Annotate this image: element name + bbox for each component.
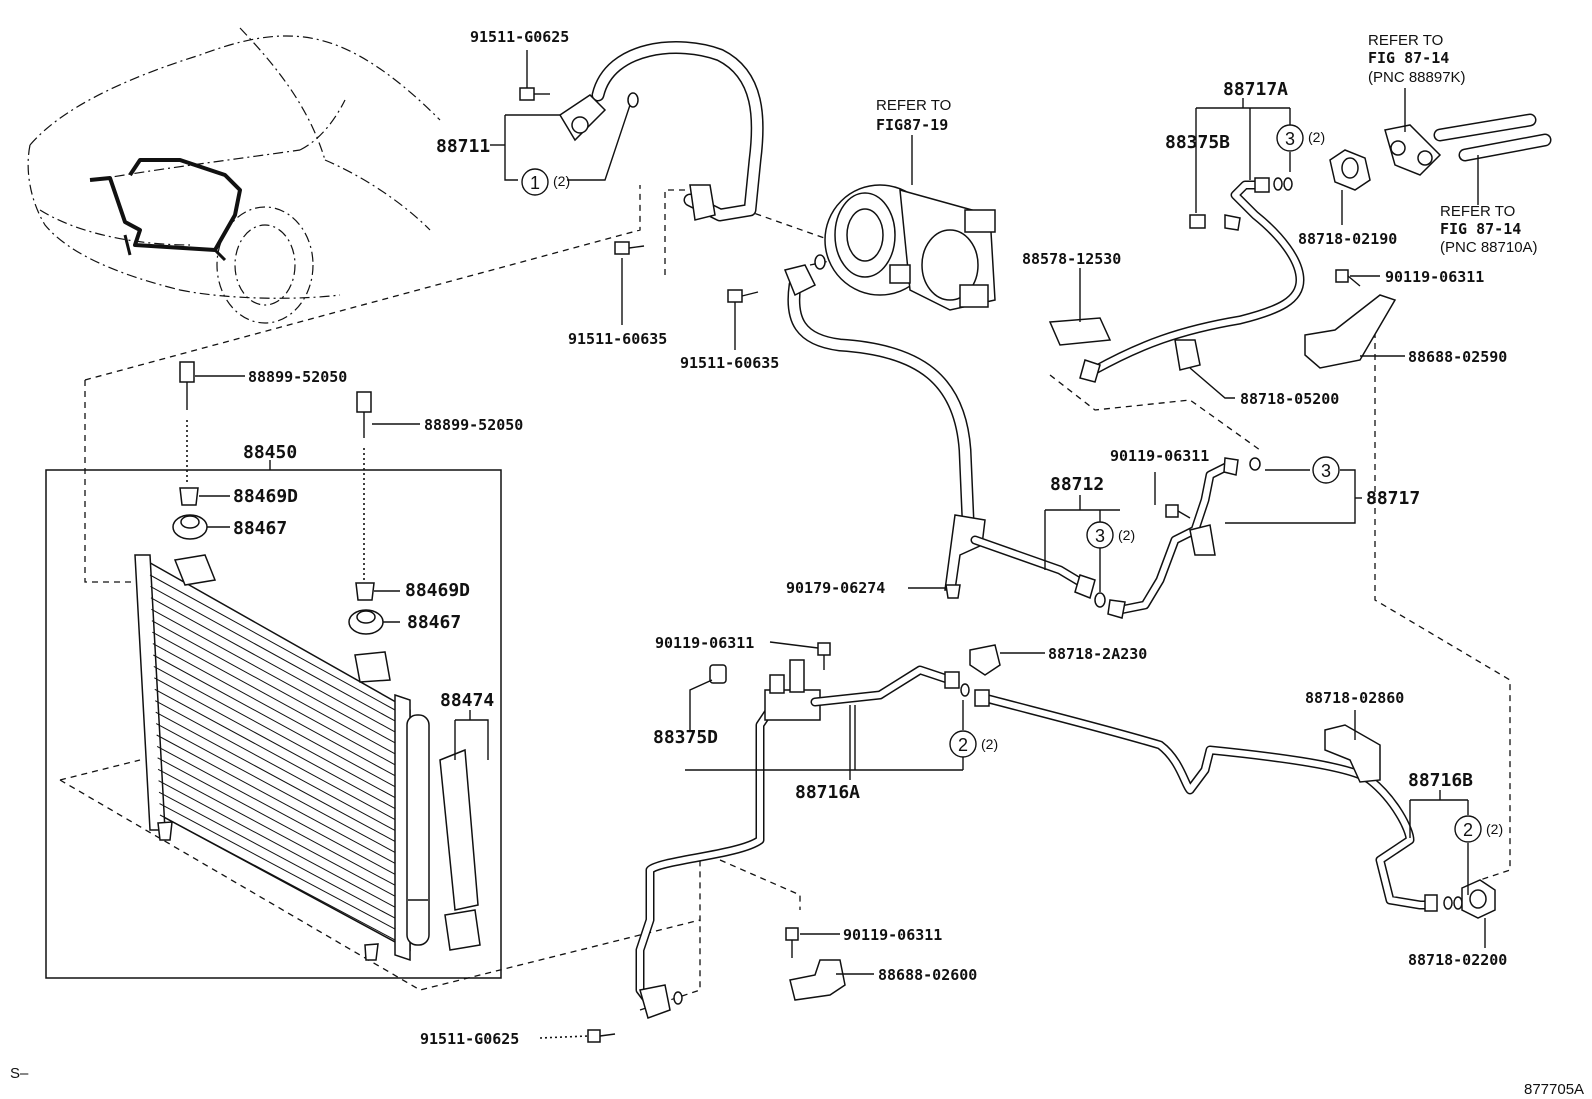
label-88716a: 88716A [795, 782, 860, 803]
bolt-icon [785, 927, 799, 958]
bolt-icon [179, 361, 195, 410]
qty-circle-3-top: (2) [1308, 129, 1325, 145]
refer-87-14a-line1: REFER TO [1368, 32, 1443, 49]
label-88718-02200: 88718-02200 [1408, 951, 1507, 969]
refer-87-14b-line3: (PNC 88710A) [1440, 239, 1538, 256]
condenser-fin [158, 791, 396, 919]
bolt-icon [817, 642, 831, 670]
bolt-icon [1335, 269, 1361, 287]
condenser-fin [151, 608, 396, 744]
circled-number-2-mid: 2 [949, 730, 977, 758]
label-88716b: 88716B [1408, 770, 1473, 791]
label-88474: 88474 [440, 690, 494, 711]
label-88718-05200: 88718-05200 [1240, 390, 1339, 408]
qty-circle-3-mid: (2) [1118, 527, 1135, 543]
condenser-fin [159, 814, 396, 941]
refer-87-14a-line2: FIG 87-14 [1368, 49, 1449, 67]
condenser-fin [155, 723, 396, 853]
label-91511-60635-b: 91511-60635 [680, 354, 779, 372]
svg-text:3: 3 [1285, 129, 1295, 149]
label-88712: 88712 [1050, 474, 1104, 495]
label-88711: 88711 [436, 136, 490, 157]
label-88469d-b: 88469D [405, 580, 470, 601]
circled-number-3-top: 3 [1276, 124, 1304, 152]
bolt-icon [519, 87, 550, 101]
condenser-fin [152, 631, 396, 766]
condenser-fin [157, 768, 396, 897]
svg-text:1: 1 [530, 173, 540, 193]
corner-marker: S– [10, 1065, 29, 1082]
condenser-fin [159, 803, 396, 930]
condenser-fin [149, 574, 396, 711]
label-88899-52050-a: 88899-52050 [248, 368, 347, 386]
label-88375d: 88375D [653, 727, 718, 748]
circled-number-3-mid: 3 [1086, 521, 1114, 549]
figure-code: 877705A [1524, 1081, 1584, 1098]
condenser-fin [156, 734, 396, 864]
refer-87-19-line2: FIG87-19 [876, 116, 948, 134]
svg-text:2: 2 [958, 735, 968, 755]
condenser-fin [153, 665, 396, 799]
refer-87-14b-line2: FIG 87-14 [1440, 220, 1521, 238]
label-88578-12530: 88578-12530 [1022, 250, 1121, 268]
leader-lines [195, 50, 1486, 1039]
bolt-icon [1165, 504, 1191, 519]
label-91511-g0625-bottom: 91511-G0625 [420, 1030, 519, 1048]
bolt-icon [614, 241, 645, 255]
label-88717: 88717 [1366, 488, 1420, 509]
label-88450: 88450 [243, 442, 297, 463]
label-88467-a: 88467 [233, 518, 287, 539]
label-88467-b: 88467 [407, 612, 461, 633]
condenser-fin [154, 688, 396, 820]
label-90119-06311-m: 90119-06311 [1110, 447, 1209, 465]
label-90179-06274: 90179-06274 [786, 579, 885, 597]
refer-87-14a-line3: (PNC 88897K) [1368, 69, 1466, 86]
label-88899-52050-b: 88899-52050 [424, 416, 523, 434]
label-88469d-a: 88469D [233, 486, 298, 507]
condenser-fin [152, 643, 396, 777]
label-88717a: 88717A [1223, 79, 1288, 100]
qty-circle-2-right: (2) [1486, 821, 1503, 837]
label-88375b: 88375B [1165, 132, 1230, 153]
label-91511-g0625-top: 91511-G0625 [470, 28, 569, 46]
condenser-icon [134, 554, 481, 962]
bolt-icon [356, 391, 372, 438]
qty-circle-1: (2) [553, 173, 570, 189]
label-88718-2a230: 88718-2A230 [1048, 645, 1147, 663]
bolt-icon [587, 1029, 616, 1043]
label-88688-02600: 88688-02600 [878, 966, 977, 984]
label-88718-02190: 88718-02190 [1298, 230, 1397, 248]
condenser-fin [156, 745, 396, 875]
condenser-fin [158, 780, 396, 908]
label-88718-02860: 88718-02860 [1305, 689, 1404, 707]
condenser-fin [150, 597, 396, 733]
label-88688-02590: 88688-02590 [1408, 348, 1507, 366]
condenser-fin [153, 654, 396, 788]
qty-circle-2-mid: (2) [981, 736, 998, 752]
svg-text:3: 3 [1321, 461, 1331, 481]
bolt-icon [727, 289, 759, 303]
condenser-fin [151, 620, 396, 755]
svg-text:3: 3 [1095, 526, 1105, 546]
label-90119-06311-r: 90119-06311 [1385, 268, 1484, 286]
refer-87-19-line1: REFER TO [876, 97, 951, 114]
condenser-fin [150, 585, 396, 722]
label-90119-06311-b: 90119-06311 [843, 926, 942, 944]
refer-87-14b-line1: REFER TO [1440, 203, 1515, 220]
label-90119-06311-c: 90119-06311 [655, 634, 754, 652]
condenser-fin [155, 700, 396, 831]
compressor-icon [824, 184, 996, 311]
vehicle-outline-icon [27, 27, 441, 324]
svg-text:2: 2 [1463, 820, 1473, 840]
condenser-fin [154, 677, 396, 810]
condenser-fin [157, 757, 396, 886]
condenser-fin [155, 711, 396, 842]
circled-number-1: 1 [521, 168, 549, 196]
circled-number-3-right: 3 [1312, 456, 1340, 484]
label-91511-60635-a: 91511-60635 [568, 330, 667, 348]
circled-number-2-right: 2 [1454, 815, 1482, 843]
